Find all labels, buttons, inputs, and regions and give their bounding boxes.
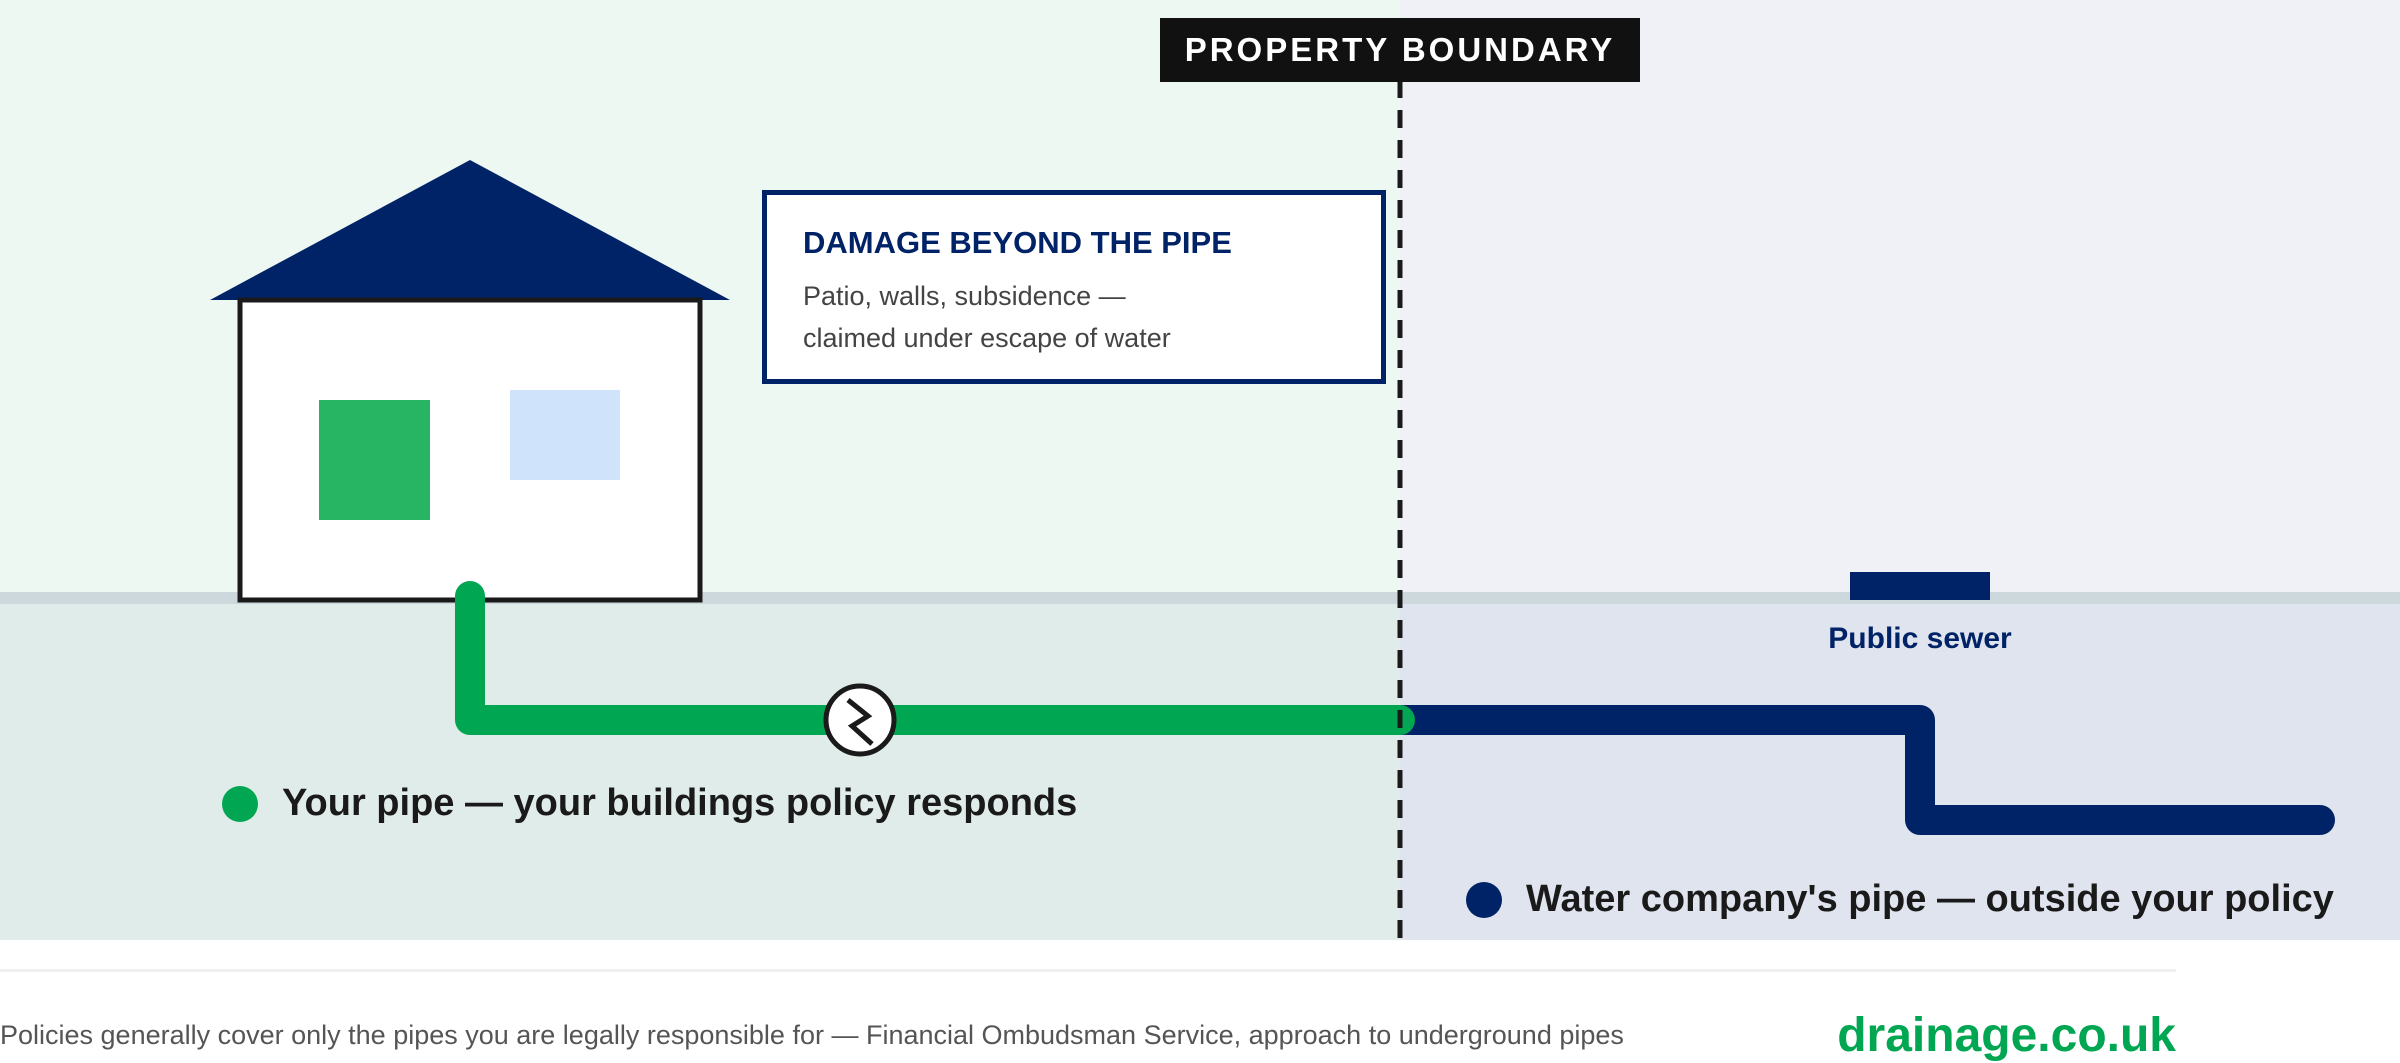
property-boundary-label: PROPERTY BOUNDARY [1160,18,1640,82]
brand-logo-text[interactable]: drainage.co.uk [1837,1009,2176,1062]
public-land-sky [1400,0,2400,596]
damage-callout: DAMAGE BEYOND THE PIPE Patio, walls, sub… [762,190,1386,384]
source-note: Policies generally cover only the pipes … [0,1020,1624,1050]
house-window-green [319,400,430,520]
callout-body: Patio, walls, subsidence — claimed under… [803,275,1381,359]
public-sewer-label: Public sewer [1828,622,2012,655]
public-sewer-cover [1850,572,1990,600]
house-window-blue [510,390,620,480]
pipe-responsibility-diagram [0,0,2400,940]
your-pipe [455,581,1415,735]
legend-water-company-pipe: Water company's pipe — outside your poli… [1466,878,2334,921]
private-land-ground [0,596,1400,940]
legend-your-pipe: Your pipe — your buildings policy respon… [222,782,1077,825]
legend-dot-green [222,785,258,822]
house-roof-icon [210,160,730,300]
public-land-ground [1400,596,2400,940]
house-body [237,297,703,603]
callout-title: DAMAGE BEYOND THE PIPE [803,225,1232,260]
legend-dot-navy [1466,881,1502,918]
lightning-icon [823,683,897,757]
footer-divider [0,969,2176,972]
water-company-pipe [1385,705,2335,835]
legend-label: Water company's pipe — outside your poli… [1526,878,2334,920]
callout-line: Patio, walls, subsidence — [803,281,1126,311]
legend-label: Your pipe — your buildings policy respon… [282,782,1078,824]
callout-line: claimed under escape of water [803,323,1171,353]
